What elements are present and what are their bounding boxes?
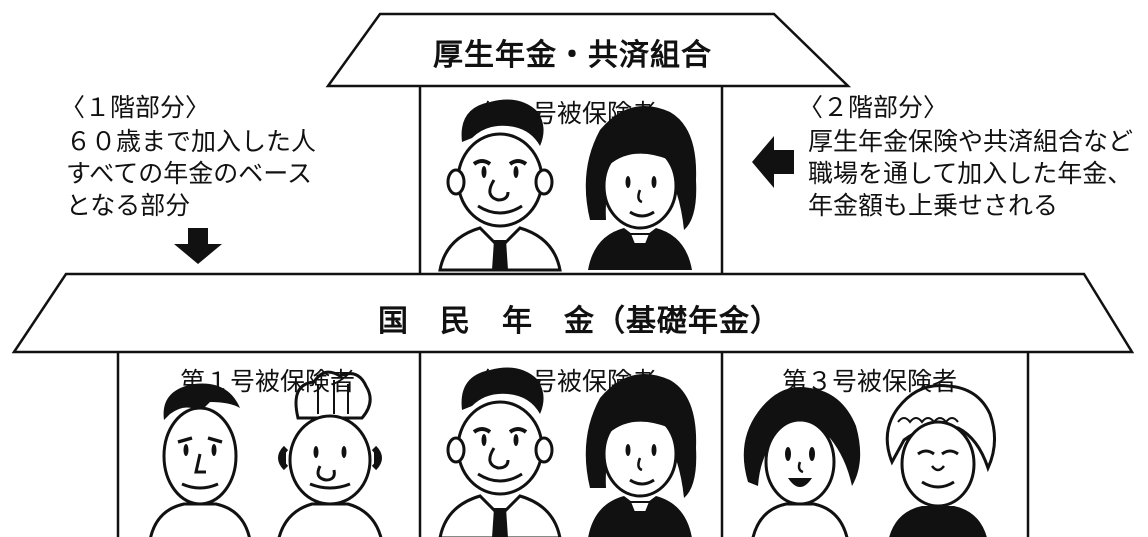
office-woman-figure-2 <box>584 372 698 537</box>
top-room-label: 第２号被保険者 <box>482 99 658 128</box>
top-roof-shape <box>325 12 852 88</box>
arrow-down-icon <box>174 228 222 264</box>
bottom-roof-shape <box>11 272 1135 354</box>
left-note-line-2: すべての年金のベース <box>66 159 313 188</box>
arrow-left-icon <box>752 136 794 188</box>
bottom-room-2-label: 第２号被保険者 <box>482 367 658 396</box>
right-note-heading: 〈２階部分〉 <box>798 93 949 122</box>
top-roof-title: 厚生年金・共済組合 <box>433 38 712 73</box>
grandmother-figure <box>885 383 997 537</box>
right-note-line-3: 年金額も上乗せされる <box>808 191 1059 220</box>
self-employed-figure <box>148 381 252 537</box>
bottom-roof-title: 国 民 年 金（基礎年金） <box>378 304 781 339</box>
left-note-heading: 〈１階部分〉 <box>60 93 211 122</box>
office-woman-figure <box>584 104 698 272</box>
right-note-line-1: 厚生年金保険や共済組合など <box>808 127 1134 156</box>
housewife-figure <box>742 385 862 537</box>
right-note-line-2: 職場を通して加入した年金、 <box>808 159 1133 188</box>
left-note-line-3: となる部分 <box>66 191 191 220</box>
bottom-room-1-label: 第１号被保険者 <box>180 367 356 396</box>
left-note-line-1: ６０歳まで加入した人 <box>66 127 317 156</box>
bottom-room-3-label: 第３号被保険者 <box>782 367 958 396</box>
